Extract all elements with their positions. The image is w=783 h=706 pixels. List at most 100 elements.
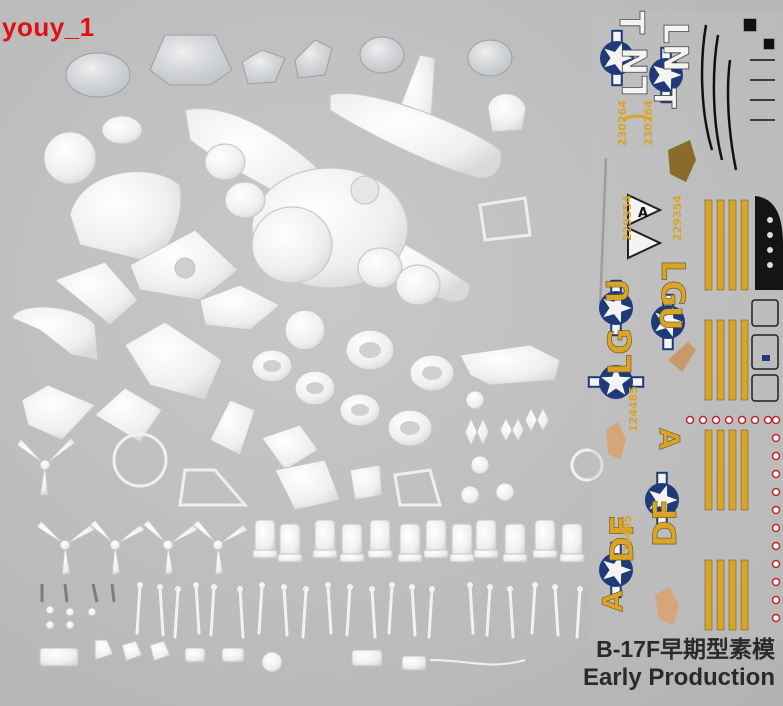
red-dot xyxy=(771,451,781,461)
yellow-stripe xyxy=(740,559,749,631)
star-insignia-decal xyxy=(587,365,645,399)
engine-cylinder xyxy=(312,519,338,559)
tail-turret-part xyxy=(487,93,527,133)
propeller-part xyxy=(36,520,96,576)
small-bit xyxy=(401,655,427,671)
yellow-stripe xyxy=(716,199,725,291)
star-insignia-decal xyxy=(649,46,683,104)
triangle-letter: A xyxy=(638,206,648,221)
engine-cylinder xyxy=(339,523,365,563)
red-dot xyxy=(771,613,781,623)
small-bit xyxy=(184,647,206,663)
red-dot xyxy=(685,415,695,425)
red-dot xyxy=(771,505,781,515)
machine-gun-part xyxy=(257,582,265,635)
yellow-stripe xyxy=(740,429,749,511)
machine-gun-row xyxy=(135,582,583,639)
red-dot xyxy=(771,415,781,425)
clear-dome-part xyxy=(65,52,131,98)
propeller-parts xyxy=(16,437,249,576)
yellow-stripe xyxy=(716,429,725,511)
red-dot xyxy=(771,487,781,497)
metal-pins xyxy=(40,157,608,666)
propeller-part xyxy=(16,437,76,496)
red-dot xyxy=(763,415,773,425)
small-bit xyxy=(39,647,79,667)
engine-cylinder xyxy=(449,523,475,563)
metal-pin xyxy=(91,583,99,603)
engine-cylinder xyxy=(423,519,449,559)
panel-part xyxy=(54,261,139,326)
nose-art xyxy=(668,140,696,182)
bomb-bay-panel xyxy=(124,321,223,401)
serial-number: 229354 xyxy=(621,195,634,241)
yellow-stripe xyxy=(704,319,713,401)
red-dot xyxy=(771,523,781,533)
machine-gun-part xyxy=(575,586,583,639)
red-dot-decals xyxy=(685,415,781,623)
yellow-stripe xyxy=(740,319,749,401)
yellow-stripe xyxy=(728,199,737,291)
gear-knob xyxy=(470,455,490,475)
gear-knob xyxy=(460,485,480,505)
engine-cylinder xyxy=(532,519,558,559)
star-insignia-decal xyxy=(600,29,634,87)
yellow-stripe xyxy=(716,319,725,401)
nose-art-decals xyxy=(606,114,696,625)
propeller-part xyxy=(142,519,199,576)
engine-cylinder xyxy=(473,519,499,559)
metal-pin xyxy=(110,583,116,603)
red-dot xyxy=(698,415,708,425)
bracket-part xyxy=(199,284,281,331)
machine-gun-part xyxy=(209,584,217,637)
caption-subtitle: Early Production xyxy=(582,664,775,691)
instrument-panel-decal xyxy=(751,196,783,402)
red-dot xyxy=(771,433,781,443)
star-insignia-decal xyxy=(645,471,679,529)
panel-hole xyxy=(174,257,196,279)
machine-gun-part xyxy=(530,582,538,635)
clear-turret-dome xyxy=(359,36,405,74)
clear-frame-part xyxy=(241,49,286,85)
decal-code-u: U xyxy=(601,279,636,303)
propeller-part xyxy=(89,519,146,576)
seat-part xyxy=(274,459,341,511)
red-dot xyxy=(724,415,734,425)
machine-gun-part xyxy=(157,584,165,637)
machine-gun-part xyxy=(345,584,353,637)
gear-knob xyxy=(495,482,515,502)
small-bits xyxy=(39,605,427,673)
panel-part xyxy=(94,387,163,443)
gunner-turret-ball xyxy=(43,131,97,185)
airplane-nose xyxy=(251,206,333,284)
decal-code-letters: LN T LN T LG U LG U DF A DF A xyxy=(596,11,696,613)
triangle-a-decal: A xyxy=(627,193,663,260)
decal-code-df: DF xyxy=(646,499,684,547)
yellow-stripe xyxy=(728,429,737,511)
panel-part xyxy=(21,384,96,441)
airplane-engine xyxy=(395,264,441,306)
machine-gun-part xyxy=(237,586,245,639)
propeller-part xyxy=(192,519,249,576)
decal-code-u: U xyxy=(652,306,687,330)
clear-window-part xyxy=(294,39,333,79)
decal-code-t: T xyxy=(646,88,681,109)
yellow-stripe xyxy=(728,319,737,401)
small-bit xyxy=(351,649,383,667)
engine-cylinder-row xyxy=(252,519,585,563)
small-bit xyxy=(65,607,75,617)
panel-parts xyxy=(11,261,281,443)
machine-gun-part xyxy=(485,584,493,637)
product-caption: B-17F早期型素模 Early Production xyxy=(583,636,775,693)
nose-art xyxy=(668,342,696,372)
red-dot xyxy=(771,595,781,605)
wheel-parts xyxy=(251,309,455,447)
star-insignia-decal xyxy=(599,541,633,599)
red-dot xyxy=(750,415,760,425)
nose-art xyxy=(606,422,626,460)
machine-gun-part xyxy=(387,582,395,635)
airplane-engine xyxy=(357,247,403,289)
small-bit xyxy=(65,620,75,630)
